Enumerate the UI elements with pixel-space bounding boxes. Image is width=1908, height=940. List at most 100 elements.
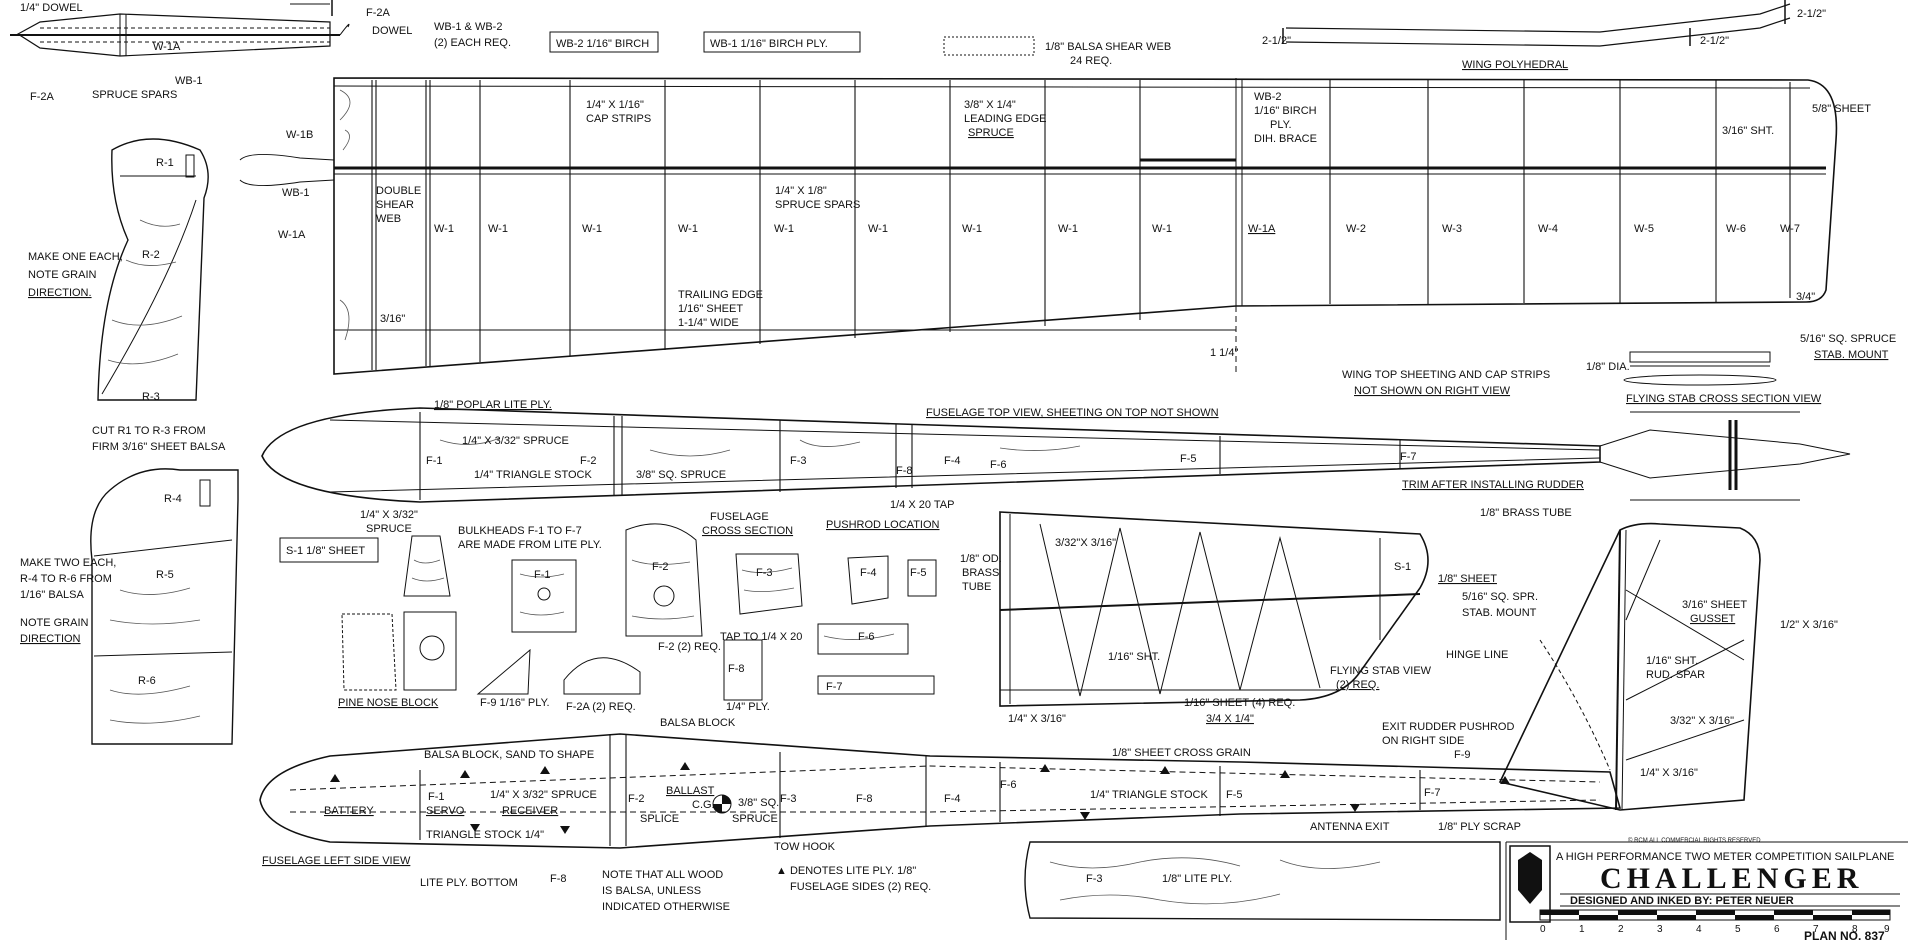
- side-panel-f3-label: F-3: [1086, 873, 1103, 885]
- scale-tick-0: 0: [1540, 924, 1546, 935]
- dowel-label: DOWEL: [372, 25, 412, 37]
- rib-label-w7: W-7: [1780, 223, 1800, 235]
- rib-label-w1-i: W-1: [1152, 223, 1172, 235]
- f2a-top-label: F-2A: [366, 7, 391, 19]
- shear-web-label-2: 24 REQ.: [1070, 55, 1112, 67]
- note-grain-label-2: DIRECTION: [20, 633, 81, 645]
- spr-label-2: STAB. MOUNT: [1462, 607, 1537, 619]
- cross-grain-label: 1/8" SHEET CROSS GRAIN: [1112, 747, 1251, 759]
- make-one-label-1: MAKE ONE EACH,: [28, 251, 123, 263]
- f9-ply-label: F-9 1/16" PLY.: [480, 697, 550, 709]
- title-subtitle: A HIGH PERFORMANCE TWO METER COMPETITION…: [1556, 851, 1894, 863]
- sheet4-label-2: 3/4 X 1/4": [1206, 713, 1254, 725]
- top-f6-label: F-6: [990, 459, 1007, 471]
- flying-stab-cs-label: FLYING STAB CROSS SECTION VIEW: [1626, 393, 1822, 405]
- le-label-1: 3/8" X 1/4": [964, 99, 1016, 111]
- cross-section-label-1: FUSELAGE: [710, 511, 769, 523]
- wb2-birch-label: WB-2 1/16" BIRCH: [556, 38, 649, 50]
- half-label: 1/2" X 3/16": [1780, 619, 1838, 631]
- double-label-1: DOUBLE: [376, 185, 421, 197]
- receiver-label: RECEIVER: [502, 805, 558, 817]
- poly-dim-c: 2-1/2": [1797, 8, 1826, 20]
- f2a-left-label: F-2A: [30, 91, 55, 103]
- rudder-parts-r1-r3: [97, 138, 209, 401]
- top-f3-label: F-3: [790, 455, 807, 467]
- te-label-3: 1-1/4" WIDE: [678, 317, 739, 329]
- bulk-f8-label: F-8: [728, 663, 745, 675]
- cg-label: C.G.: [692, 799, 715, 811]
- trim-label: TRIM AFTER INSTALLING RUDDER: [1402, 479, 1584, 491]
- make-one-label-3: DIRECTION.: [28, 287, 92, 299]
- scale-tick-6: 6: [1774, 924, 1780, 935]
- wing-top-label-1: WING TOP SHEETING AND CAP STRIPS: [1342, 369, 1550, 381]
- top-f2-label: F-2: [580, 455, 597, 467]
- fuselage-side-view: [259, 733, 1622, 849]
- rib-label-w1-b: W-1: [488, 223, 508, 235]
- note-label-1: NOTE THAT ALL WOOD: [602, 869, 723, 881]
- pine-nose-label: PINE NOSE BLOCK: [338, 697, 439, 709]
- rib-label-w1-a: W-1: [434, 223, 454, 235]
- gusset-label-2: GUSSET: [1690, 613, 1736, 625]
- brass-od-label-3: TUBE: [962, 581, 991, 593]
- bulk-f5-label: F-5: [910, 567, 927, 579]
- side-f1-label: F-1: [428, 791, 445, 803]
- stab-mount-detail: [1623, 351, 1777, 386]
- stab-mount-label-2: STAB. MOUNT: [1814, 349, 1889, 361]
- lite-ply-side-panel: [1024, 841, 1501, 921]
- poly-dim-a: 2-1/2": [1262, 35, 1291, 47]
- note-label-3: INDICATED OTHERWISE: [602, 901, 730, 913]
- battery-label: BATTERY: [324, 805, 374, 817]
- scale-tick-7: 7: [1813, 924, 1819, 935]
- top-f5-label: F-5: [1180, 453, 1197, 465]
- wb1-brace-label: WB-1: [175, 75, 203, 87]
- shear-web-label-1: 1/8" BALSA SHEAR WEB: [1045, 41, 1171, 53]
- r1-label: R-1: [156, 157, 174, 169]
- wb2-label-2: 1/16" BIRCH: [1254, 105, 1317, 117]
- side-f8-bottom-label: F-8: [550, 873, 567, 885]
- tri-stock-label: 1/4" TRIANGLE STOCK: [474, 469, 592, 481]
- poplar-label: 1/8" POPLAR LITE PLY.: [434, 399, 552, 411]
- sht-316-label: 3/16" SHT.: [1722, 125, 1774, 137]
- make-one-label-2: NOTE GRAIN: [28, 269, 97, 281]
- rud-spar-label-2: RUD. SPAR: [1646, 669, 1705, 681]
- stab-mount-label-1: 5/16" SQ. SPRUCE: [1800, 333, 1896, 345]
- scale-tick-8: 8: [1852, 924, 1858, 935]
- rights-notice: © RCM ALL COMMERCIAL RIGHTS RESERVED: [1628, 837, 1761, 844]
- wing-polyhedral-title: WING POLYHEDRAL: [1462, 59, 1568, 71]
- scrap-label: 1/8" PLY SCRAP: [1438, 821, 1521, 833]
- dia-18-label: 1/8" DIA.: [1586, 361, 1630, 373]
- poly-dim-b: 2-1/2": [1700, 35, 1729, 47]
- le-label-3: SPRUCE: [968, 127, 1014, 139]
- rudder-view: [1498, 522, 1761, 811]
- sq38-label-1: 3/8" SQ.: [738, 797, 779, 809]
- rib-label-w1-f: W-1: [868, 223, 888, 235]
- te-label-2: 1/16" SHEET: [678, 303, 743, 315]
- top-f4-label: F-4: [944, 455, 961, 467]
- sq38-label-2: SPRUCE: [732, 813, 778, 825]
- wing-plan-view: [239, 77, 1838, 375]
- scale-tick-4: 4: [1696, 924, 1702, 935]
- wb2-label-1: WB-2: [1254, 91, 1282, 103]
- flying-stab-view-label-1: FLYING STAB VIEW: [1330, 665, 1432, 677]
- wb-req-label-2: (2) EACH REQ.: [434, 37, 511, 49]
- side-f7-label: F-7: [1424, 787, 1441, 799]
- bulk-f4-label: F-4: [860, 567, 877, 579]
- brass-od-label-2: BRASS: [962, 567, 999, 579]
- w1a-left-label: W-1A: [278, 229, 306, 241]
- scale-tick-5: 5: [1735, 924, 1741, 935]
- r3-label: R-3: [142, 391, 160, 403]
- scale-bar: [1539, 909, 1891, 921]
- rib-label-w2: W-2: [1346, 223, 1366, 235]
- note-grain-label-1: NOTE GRAIN: [20, 617, 89, 629]
- scale-tick-1: 1: [1579, 924, 1585, 935]
- spruce-left-label-1: 1/4" X 3/32": [360, 509, 418, 521]
- wing-top-label-2: NOT SHOWN ON RIGHT VIEW: [1354, 385, 1511, 397]
- bulk-f6-label: F-6: [858, 631, 875, 643]
- exit-label-2: ON RIGHT SIDE: [1382, 735, 1464, 747]
- sand-label: BALSA BLOCK, SAND TO SHAPE: [424, 749, 594, 761]
- wb1-wing-label: WB-1: [282, 187, 310, 199]
- fuselage-top-view: [261, 407, 1851, 503]
- lite-ply-side-label: 1/8" LITE PLY.: [1162, 873, 1232, 885]
- dim-34-label: 3/4": [1796, 291, 1815, 303]
